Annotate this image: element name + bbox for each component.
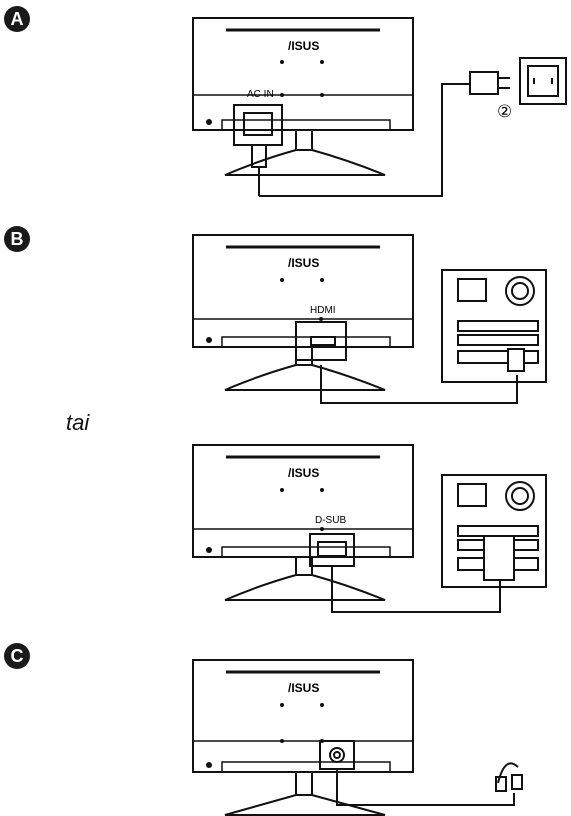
earphone-jack [319, 740, 355, 770]
power-plug [469, 71, 499, 95]
hdmi-port [295, 321, 347, 361]
monitor-back [192, 659, 414, 773]
step-c-badge: C [4, 643, 30, 669]
step-c-diagram: /ISUS [192, 659, 523, 816]
dsub-label: D-SUB [315, 515, 346, 526]
brand-logo: /ISUS [288, 256, 319, 270]
step-a-diagram: /ISUS AC IN ② [192, 17, 567, 197]
brand-logo: /ISUS [288, 39, 319, 53]
step-b-dsub-diagram: /ISUS D-SUB [192, 444, 547, 613]
wall-outlet [519, 57, 567, 105]
monitor-back [192, 444, 414, 558]
ac-in-label: AC IN [247, 89, 274, 100]
vga-cable [331, 566, 501, 613]
hdmi-label: HDMI [310, 305, 336, 316]
pc-tower [441, 474, 547, 588]
step-b-hdmi-diagram: /ISUS HDMI [192, 234, 547, 404]
alternative-text: tai [66, 410, 90, 435]
hdmi-cable [320, 365, 518, 404]
headphones-icon [497, 762, 519, 784]
monitor-back [192, 234, 414, 348]
pc-tower [441, 269, 547, 383]
callout-2: ② [497, 102, 512, 121]
ac-in-port [233, 104, 283, 146]
monitor-back [192, 17, 414, 131]
brand-logo: /ISUS [288, 466, 319, 480]
step-a-badge: A [4, 6, 30, 32]
dsub-port [309, 533, 355, 567]
brand-logo: /ISUS [288, 681, 319, 695]
earphone-cable [336, 769, 515, 806]
power-cable [259, 83, 470, 197]
step-b-badge: B [4, 226, 30, 252]
